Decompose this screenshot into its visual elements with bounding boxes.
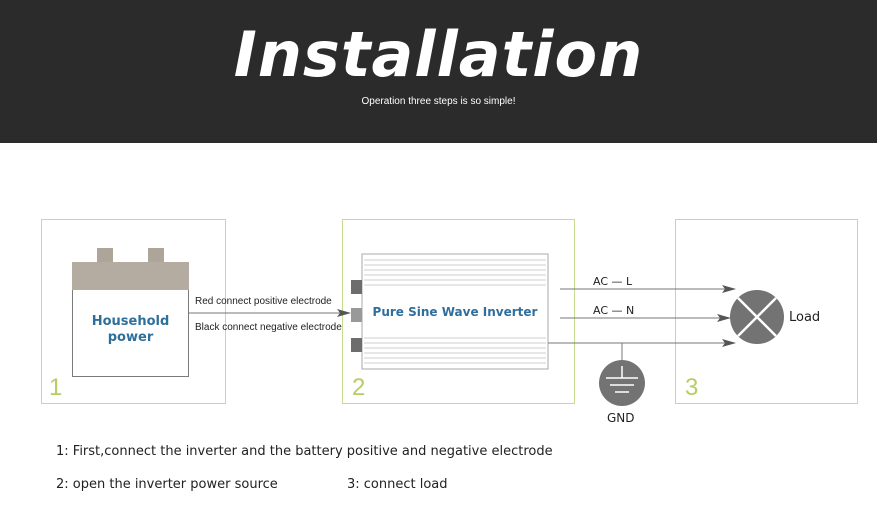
inverter-label: Pure Sine Wave Inverter xyxy=(372,305,538,319)
gnd-label: GND xyxy=(607,411,635,425)
ground-icon xyxy=(599,360,645,406)
red-wire-label: Red connect positive electrode xyxy=(195,296,332,307)
ac-n-label: AC — N xyxy=(593,304,635,317)
battery-label-line2: power xyxy=(107,330,154,345)
battery-label: Household power xyxy=(72,314,189,346)
battery-terminal-negative xyxy=(148,248,164,263)
battery-label-line1: Household xyxy=(91,314,170,329)
header-banner: Installation Operation three steps is so… xyxy=(0,0,877,143)
step-2-number: 2 xyxy=(352,374,366,401)
inverter-icon xyxy=(351,253,549,370)
instruction-line-1: 1: First,connect the inverter and the ba… xyxy=(56,444,553,459)
step-3-number: 3 xyxy=(685,374,699,401)
instruction-step-3: 3: connect load xyxy=(347,477,448,492)
step-1-box xyxy=(41,219,226,404)
black-wire-label: Black connect negative electrode xyxy=(195,322,342,333)
battery-terminal-positive xyxy=(97,248,113,263)
page-subtitle: Operation three steps is so simple! xyxy=(361,96,516,107)
page-title: Installation xyxy=(233,18,644,91)
step-3-box xyxy=(675,219,858,404)
ac-l-label: AC — L xyxy=(593,275,633,288)
instruction-step-2: 2: open the inverter power source xyxy=(56,477,278,492)
load-lamp-icon xyxy=(730,290,784,344)
step-1-number: 1 xyxy=(49,374,63,401)
battery-top-band xyxy=(72,262,189,290)
load-label: Load xyxy=(789,310,821,325)
